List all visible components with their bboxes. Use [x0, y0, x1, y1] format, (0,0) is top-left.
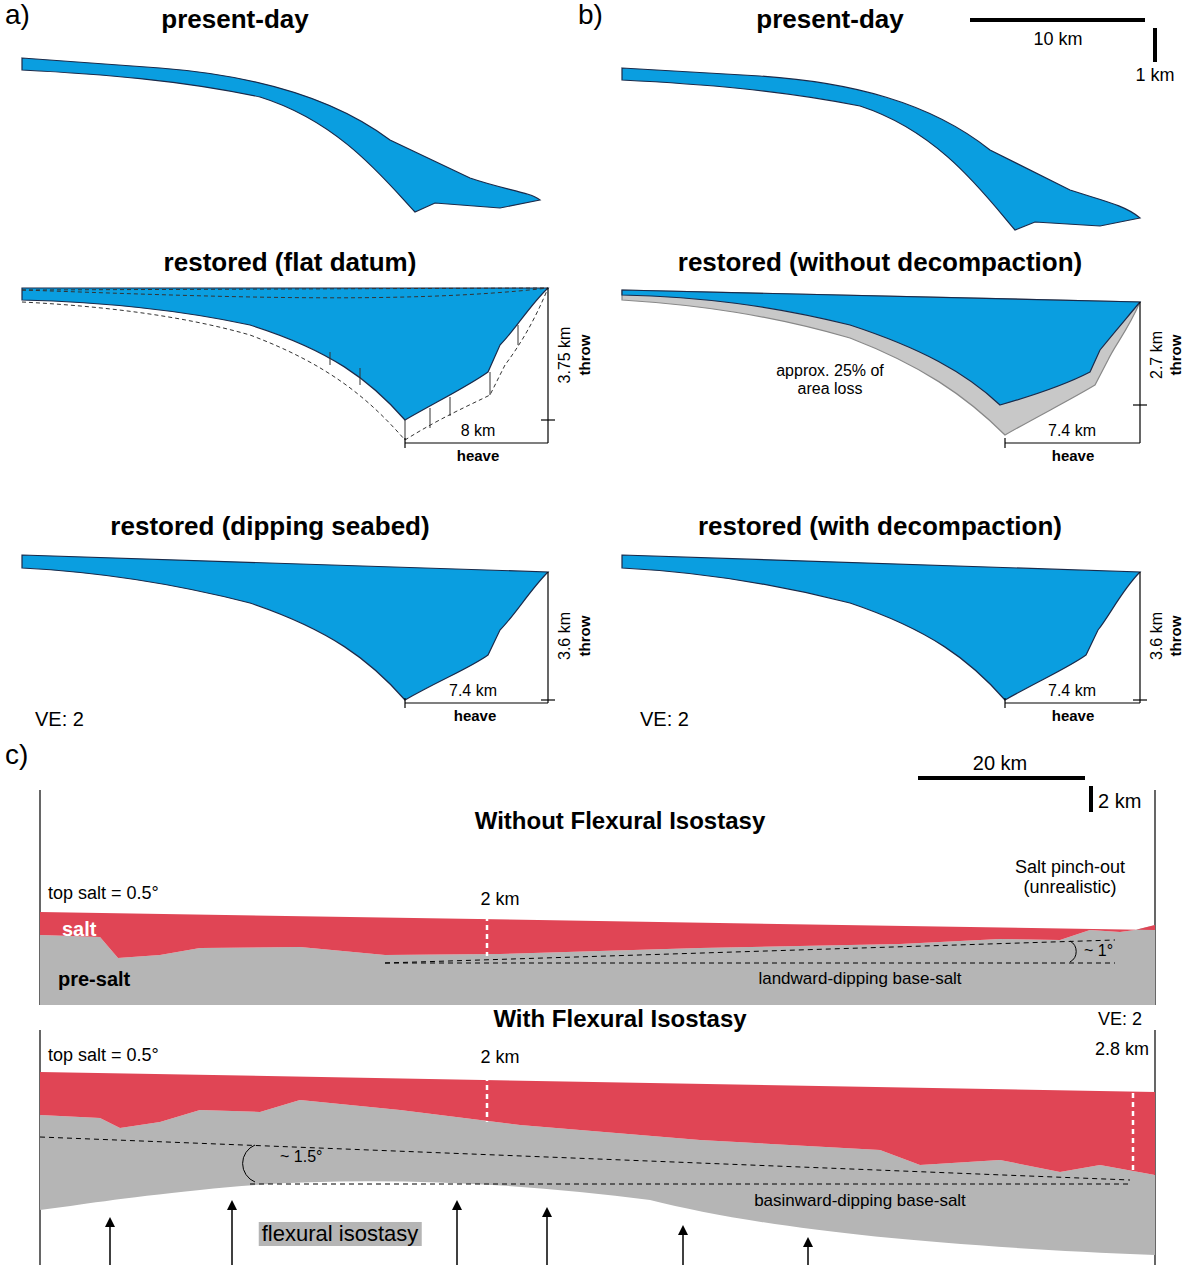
salt-layer: salt [62, 918, 96, 941]
original-outline [22, 288, 548, 440]
label: 7.4 km [1048, 422, 1096, 440]
label: VE: 2 [1098, 1010, 1142, 1030]
label: b) [578, 0, 603, 31]
label: VE: 2 [640, 708, 689, 730]
label: VE: 2 [35, 708, 84, 730]
sediment-body [22, 555, 548, 700]
label: heave [457, 448, 500, 465]
sediment-body [622, 555, 1140, 700]
rotated-label: throw [1168, 335, 1185, 376]
thickness-marker [487, 916, 1133, 1172]
rotated-label: 3.75 km [556, 327, 574, 384]
label: heave [1052, 448, 1095, 465]
label: Salt pinch-out (unrealistic) [975, 858, 1165, 898]
label: top salt = 0.5° [48, 1046, 159, 1066]
label: present-day [161, 5, 308, 34]
label: present-day [756, 5, 903, 34]
label: 7.4 km [1048, 682, 1096, 700]
label: 2 km [480, 890, 519, 910]
label: 2 km [1098, 790, 1141, 812]
salt [40, 1072, 1155, 1175]
uplift-arrow [110, 1205, 808, 1265]
rotated-label: 3.6 km [1148, 612, 1166, 660]
label: c) [5, 740, 28, 771]
label: basinward-dipping base-salt [751, 1192, 969, 1211]
label: 2 km [480, 1048, 519, 1068]
sediment-body [622, 290, 1140, 405]
label: heave [1052, 708, 1095, 725]
label: 1 km [1135, 66, 1174, 86]
label: restored (dipping seabed) [110, 512, 429, 541]
label: ~ 1.5° [280, 1148, 322, 1166]
label: 20 km [973, 752, 1027, 774]
salt [40, 912, 1155, 958]
displacement-ticks [330, 325, 518, 440]
compaction-loss [622, 290, 1140, 435]
dimension-line [405, 288, 1147, 708]
label: landward-dipping base-salt [755, 970, 964, 989]
pre-salt-layer: pre-salt [58, 968, 130, 991]
section-frame [40, 790, 1155, 1265]
dip-line [40, 940, 1130, 1184]
label: heave [454, 708, 497, 725]
label: restored (without decompaction) [678, 248, 1082, 277]
sediment-body [622, 68, 1140, 230]
label: 2.8 km [1095, 1040, 1149, 1060]
label: restored (flat datum) [164, 248, 417, 277]
rotated-label: throw [577, 335, 594, 376]
rotated-label: 2.7 km [1148, 331, 1166, 379]
layer-label: pre-salt [58, 968, 130, 990]
label: With Flexural Isostasy [493, 1006, 746, 1032]
layer-label: salt [62, 918, 96, 940]
label: 7.4 km [449, 682, 497, 700]
label: restored (with decompaction) [698, 512, 1062, 541]
rotated-label: throw [577, 616, 594, 657]
angle-arc [243, 941, 1077, 1182]
rotated-label: 3.6 km [556, 612, 574, 660]
label: approx. 25% of area loss [760, 362, 900, 397]
scale-bar [918, 20, 1155, 812]
sediment-body [22, 58, 540, 212]
label: 8 km [461, 422, 496, 440]
label: 10 km [1033, 30, 1082, 50]
label: top salt = 0.5° [48, 884, 159, 904]
label: ~ 1° [1084, 942, 1113, 960]
label: flexural isostasy [259, 1222, 422, 1246]
label: Without Flexural Isostasy [475, 808, 766, 834]
rotated-label: throw [1168, 616, 1185, 657]
label: a) [5, 0, 30, 31]
